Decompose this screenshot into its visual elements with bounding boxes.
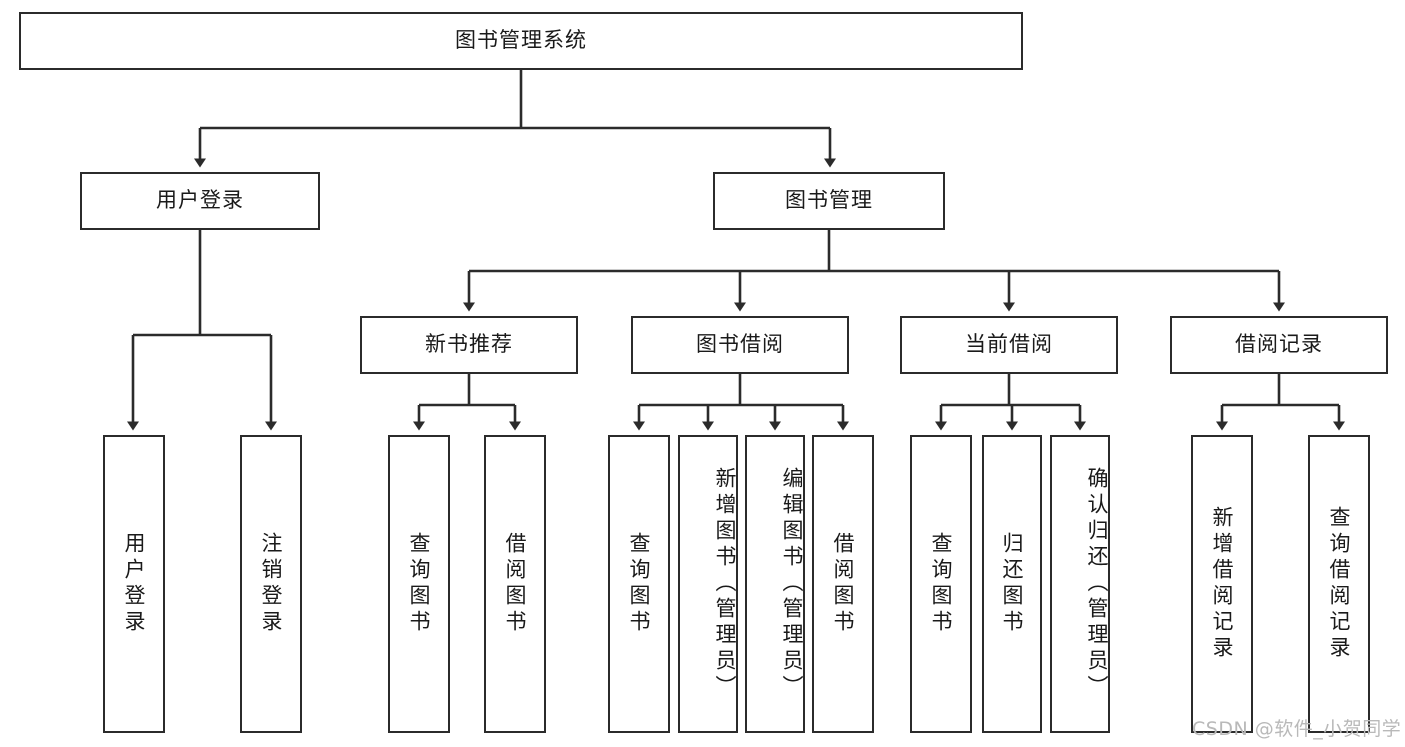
node-label: 借阅图书 [831,532,856,636]
node-current-borrow[interactable]: 当前借阅 [900,316,1118,374]
leaf-borrow-book[interactable]: 借阅图书 [812,435,874,733]
node-label: 编辑图书（管理员） [780,467,804,701]
node-label: 当前借阅 [965,332,1053,357]
node-label: 借阅图书 [503,532,528,636]
node-new-book-recommend[interactable]: 新书推荐 [360,316,578,374]
watermark: CSDN @软件_小贺同学 [1192,718,1402,740]
node-label: 用户登录 [156,188,244,213]
node-book-management[interactable]: 图书管理 [713,172,945,230]
node-label: 新增图书（管理员） [713,467,737,701]
node-label: 新书推荐 [425,332,513,357]
node-root[interactable]: 图书管理系统 [19,12,1023,70]
leaf-edit-book-admin[interactable]: 编辑图书（管理员） [745,435,805,733]
node-borrow-records[interactable]: 借阅记录 [1170,316,1388,374]
node-label: 新增借阅记录 [1210,506,1235,662]
node-user-login[interactable]: 用户登录 [80,172,320,230]
node-label: 查询图书 [407,532,432,636]
leaf-query-book-borrow[interactable]: 查询图书 [608,435,670,733]
node-label: 借阅记录 [1235,332,1323,357]
node-label: 图书借阅 [696,332,784,357]
leaf-query-book-current[interactable]: 查询图书 [910,435,972,733]
leaf-return-book[interactable]: 归还图书 [982,435,1042,733]
node-label: 图书管理系统 [455,28,587,53]
leaf-borrow-book-recommend[interactable]: 借阅图书 [484,435,546,733]
node-label: 图书管理 [785,188,873,213]
leaf-query-borrow-record[interactable]: 查询借阅记录 [1308,435,1370,733]
node-label: 查询图书 [627,532,652,636]
node-label: 用户登录 [122,532,147,636]
node-label: 查询图书 [929,532,954,636]
leaf-logout[interactable]: 注销登录 [240,435,302,733]
node-label: 归还图书 [1000,532,1025,636]
node-label: 注销登录 [259,532,284,636]
node-book-borrow[interactable]: 图书借阅 [631,316,849,374]
leaf-query-book-recommend[interactable]: 查询图书 [388,435,450,733]
leaf-add-book-admin[interactable]: 新增图书（管理员） [678,435,738,733]
leaf-confirm-return-admin[interactable]: 确认归还（管理员） [1050,435,1110,733]
leaf-add-borrow-record[interactable]: 新增借阅记录 [1191,435,1253,733]
leaf-user-login[interactable]: 用户登录 [103,435,165,733]
node-label: 确认归还（管理员） [1085,467,1109,701]
node-label: 查询借阅记录 [1327,506,1352,662]
